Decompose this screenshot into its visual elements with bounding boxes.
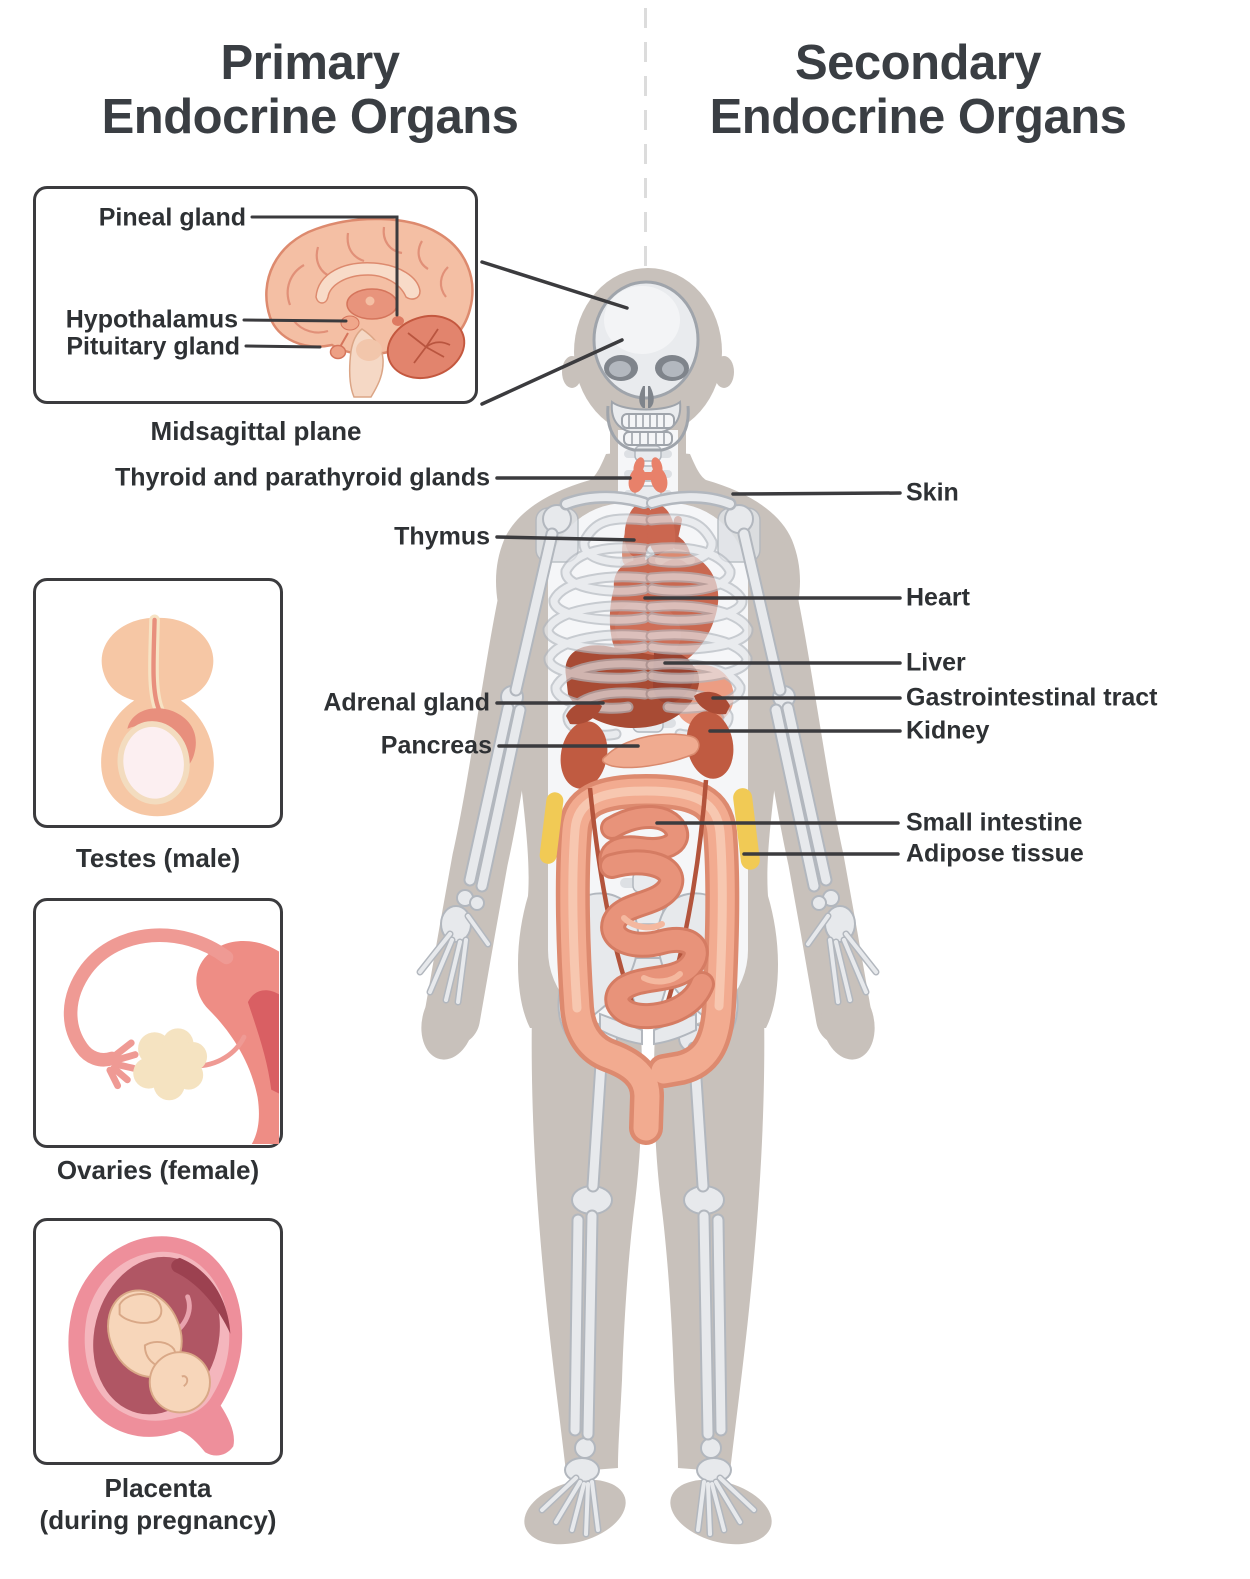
clavicles xyxy=(560,491,736,510)
thyroid-shape xyxy=(628,457,668,493)
small-intestine-label: Small intestine xyxy=(906,808,1083,837)
placenta-caption-line2: (during pregnancy) xyxy=(39,1505,277,1535)
pineal-gland-dot xyxy=(392,316,404,326)
thymus-label: Thymus xyxy=(394,522,490,551)
skull xyxy=(592,280,700,452)
ovaries-illustration xyxy=(63,928,279,1144)
placenta-illustration xyxy=(68,1236,243,1456)
placenta-caption-line1: Placenta xyxy=(104,1473,212,1503)
adrenal-gland-label: Adrenal gland xyxy=(323,688,490,717)
line-pineal xyxy=(250,215,399,317)
line-inset-to-skull-top xyxy=(480,260,629,310)
inset-leader-lines xyxy=(242,215,399,349)
placenta-inset-box xyxy=(33,1218,283,1465)
adipose-shape xyxy=(539,788,760,870)
line-inset-to-skull-bottom xyxy=(480,338,624,406)
heart-label: Heart xyxy=(906,583,970,612)
thyroid-label: Thyroid and parathyroid glands xyxy=(114,463,490,492)
secondary-title: Secondary Endocrine Organs xyxy=(710,36,1127,144)
liver-label: Liver xyxy=(906,648,966,677)
line-pituitary xyxy=(244,344,322,349)
hypothalamus-label: Hypothalamus xyxy=(65,305,238,334)
ovary-shape xyxy=(133,1028,208,1101)
divider-dashed-line xyxy=(644,8,647,278)
large-intestine xyxy=(555,774,740,1145)
skin-label: Skin xyxy=(906,478,959,507)
ovaries-caption: Ovaries (female) xyxy=(56,1155,260,1185)
skeleton-limbs xyxy=(420,497,876,1534)
adipose-tissue-label: Adipose tissue xyxy=(906,839,1084,868)
pituitary-gland-label: Pituitary gland xyxy=(66,332,240,361)
kidneys xyxy=(560,711,734,789)
pancreas-shape xyxy=(601,733,700,769)
line-hypothalamus xyxy=(242,318,348,323)
testes-caption: Testes (male) xyxy=(75,843,241,873)
gastrointestinal-tract-label: Gastrointestinal tract xyxy=(906,683,1158,712)
abdominal-organs xyxy=(539,691,760,1145)
midsagittal-brain-illustration xyxy=(242,215,474,398)
small-intestine-shape xyxy=(598,804,715,1030)
line-skin xyxy=(731,491,902,496)
kidney-label: Kidney xyxy=(906,716,990,745)
primary-title-line2: Endocrine Organs xyxy=(101,90,519,144)
midsagittal-plane-caption: Midsagittal plane xyxy=(150,416,362,446)
primary-title: Primary Endocrine Organs xyxy=(102,36,519,144)
primary-title-line1: Primary xyxy=(220,36,400,90)
testes-illustration xyxy=(101,614,214,817)
pituitary-gland-dot xyxy=(329,344,347,360)
ovaries-inset-box xyxy=(33,898,283,1148)
testes-inset-box xyxy=(33,578,283,828)
pancreas-label: Pancreas xyxy=(380,731,492,760)
brain-drawing xyxy=(265,217,474,398)
line-thymus xyxy=(495,535,636,542)
secondary-title-line1: Secondary xyxy=(794,36,1042,90)
pineal-gland-label: Pineal gland xyxy=(98,203,246,232)
fetus-shape xyxy=(107,1289,211,1414)
placenta-caption: Placenta (during pregnancy) xyxy=(40,1472,277,1536)
secondary-title-line2: Endocrine Organs xyxy=(709,90,1127,144)
brain-inset-box: Pineal gland Hypothalamus Pituitary glan… xyxy=(33,186,478,404)
